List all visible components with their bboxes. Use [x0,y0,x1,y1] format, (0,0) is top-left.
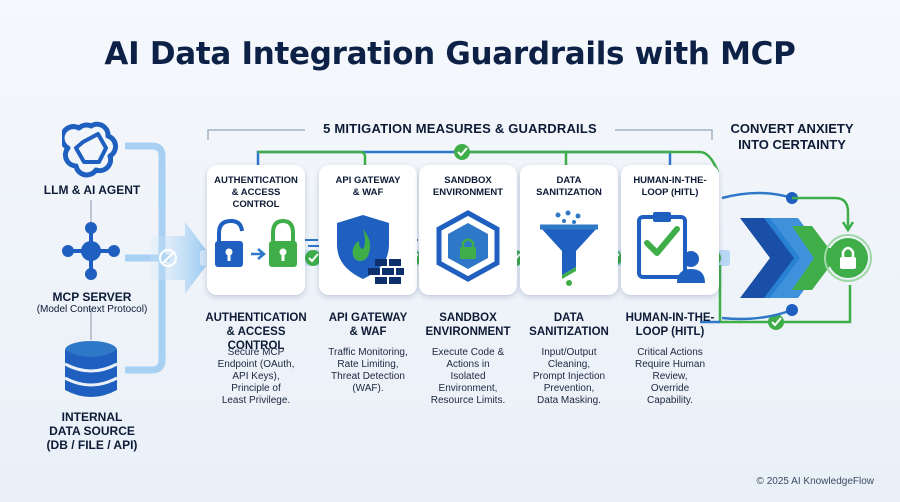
measure-title-api-gateway: API GATEWAY & WAF [313,311,423,339]
convert-headline: CONVERT ANXIETY INTO CERTAINTY [722,121,862,153]
measure-title-line1: AUTHENTICATION [205,312,307,324]
measure-title-line1: SANDBOX [439,312,497,324]
card-title: API GATEWAY & WAF [321,175,415,199]
card-api-gateway: API GATEWAY & WAF [319,165,417,295]
desc-line: Actions in [446,359,490,370]
measure-title-line2: & WAF [349,326,387,338]
measure-desc-api-gateway: Traffic Monitoring, Rate Limiting, Threa… [316,347,420,395]
card-title-line2: ENVIRONMENT [432,187,504,198]
network-hub-icon [62,222,120,280]
openai-logo-icon [62,121,118,178]
card-title-line1: DATA [556,175,582,186]
data-source-line2: DATA SOURCE [49,424,135,438]
desc-line: Review, [652,371,688,382]
lock-icon [215,218,297,267]
desc-line: Execute Code & [431,347,505,358]
measure-title-sanitization: DATA SANITIZATION [514,311,624,339]
measure-title-line2: SANITIZATION [529,326,609,338]
card-title-line2: SANITIZATION [536,187,602,198]
measure-title-line2: ENVIRONMENT [425,326,511,338]
desc-line: Least Privilege. [221,395,291,406]
card-authentication: AUTHENTICATION & ACCESS CONTROL [207,165,305,295]
card-title-line1: API GATEWAY [335,175,401,186]
data-source-label: INTERNAL DATA SOURCE (DB / FILE / API) [20,410,164,452]
measure-title-line2: LOOP (HITL) [635,326,705,338]
desc-line: Threat Detection [331,371,405,382]
card-title-line2: LOOP (HITL) [641,187,699,198]
desc-line: Secure MCP [227,347,285,358]
desc-line: Rate Limiting, [337,359,399,370]
desc-line: Cleaning, [547,359,591,370]
clipboard-user-icon [637,212,705,283]
desc-line: API Keys), [232,371,280,382]
measure-title-sandbox: SANDBOX ENVIRONMENT [413,311,523,339]
desc-line: (WAF). [352,383,384,394]
measure-desc-authentication: Secure MCP Endpoint (OAuth, API Keys), P… [204,347,308,407]
measure-title-authentication: AUTHENTICATION & ACCESS CONTROL [201,311,311,353]
card-title-line2: & ACCESS CONTROL [231,187,281,210]
card-title: HUMAN-IN-THE- LOOP (HITL) [623,175,717,199]
measure-title-line1: API GATEWAY [328,312,408,324]
card-title: SANDBOX ENVIRONMENT [421,175,515,199]
desc-line: Critical Actions [637,347,703,358]
card-title: AUTHENTICATION & ACCESS CONTROL [209,175,303,211]
desc-line: Principle of [231,383,281,394]
copyright: © 2025 AI KnowledgeFlow [756,476,874,487]
measure-title-line1: HUMAN-IN-THE- [625,312,715,324]
desc-line: Environment, [438,383,498,394]
desc-line: Input/Output [541,347,597,358]
desc-line: Capability. [647,395,693,406]
card-title: DATA SANITIZATION [522,175,616,199]
measure-desc-sanitization: Input/Output Cleaning, Prompt Injection … [517,347,621,407]
page-title: AI Data Integration Guardrails with MCP [104,36,796,72]
desc-line: Prompt Injection [532,371,606,382]
data-source-line3: (DB / FILE / API) [46,438,138,452]
card-title-line1: HUMAN-IN-THE- [633,175,707,186]
desc-line: Override [650,383,690,394]
measure-desc-sandbox: Execute Code & Actions in Isolated Envir… [416,347,520,407]
sandbox-cube-icon [436,210,500,282]
mcp-server-label: MCP SERVER [52,290,132,304]
card-sandbox: SANDBOX ENVIRONMENT [419,165,517,295]
mcp-server-sublabel: (Model Context Protocol) [36,304,148,315]
measure-title-line1: DATA [553,312,585,324]
convert-line1: CONVERT ANXIETY [730,121,854,136]
measure-desc-hitl: Critical Actions Require Human Review, O… [618,347,722,407]
card-hitl: HUMAN-IN-THE- LOOP (HITL) [621,165,719,295]
desc-line: Endpoint (OAuth, [217,359,295,370]
filter-funnel-icon [540,210,598,286]
measure-title-hitl: HUMAN-IN-THE- LOOP (HITL) [615,311,725,339]
measure-title-line2: & ACCESS CONTROL [226,326,286,352]
desc-line: Traffic Monitoring, [328,347,408,358]
desc-line: Prevention, [543,383,595,394]
data-source-line1: INTERNAL [61,410,123,424]
card-title-line2: & WAF [352,187,384,198]
shield-firewall-icon [337,215,404,284]
desc-line: Resource Limits. [430,395,506,406]
desc-line: Data Masking. [537,395,601,406]
database-icon [64,341,118,397]
convert-line2: INTO CERTAINTY [738,137,846,152]
card-title-line1: SANDBOX [444,175,492,186]
desc-line: Require Human [634,359,706,370]
llm-agent-label: LLM & AI AGENT [43,183,141,197]
section-title: 5 MITIGATION MEASURES & GUARDRAILS [323,121,597,136]
card-sanitization: DATA SANITIZATION [520,165,618,295]
card-title-line1: AUTHENTICATION [214,175,298,186]
desc-line: Isolated [450,371,486,382]
